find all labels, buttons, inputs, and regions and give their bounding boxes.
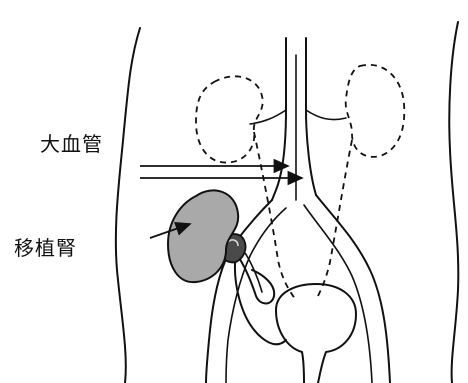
iliac-right-inner	[304, 205, 372, 383]
great-vessel-right-wall	[306, 38, 316, 195]
torso-left-outline	[116, 28, 140, 383]
left-renal-vessel	[250, 110, 286, 124]
transplant-kidney-label: 移植腎	[14, 232, 77, 261]
torso-right-outline	[449, 22, 458, 383]
iliac-right-outer	[316, 195, 390, 383]
native-kidney-right	[346, 65, 405, 157]
native-ureter-right	[316, 140, 352, 300]
right-renal-vessel	[306, 110, 346, 120]
native-kidney-left	[196, 76, 263, 162]
great-vessels-label: 大血管	[40, 128, 103, 157]
bladder	[276, 284, 356, 383]
transplant-kidney	[168, 190, 238, 282]
great-vessel-left-wall	[272, 38, 286, 200]
